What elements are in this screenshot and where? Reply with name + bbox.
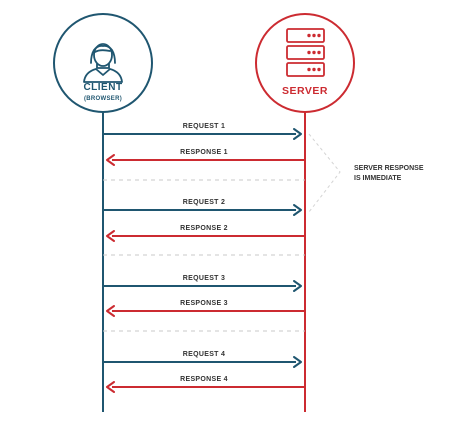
request-arrow: REQUEST 3 [103,275,302,292]
arrow-head [106,154,115,166]
annotation-bracket [308,133,341,213]
client-subtitle: (BROWSER) [84,96,122,102]
server-node: SERVER [255,13,355,113]
response-arrow: RESPONSE 2 [106,225,305,242]
message-label: REQUEST 3 [183,275,225,282]
arrow-head [106,305,115,317]
response-arrow: RESPONSE 4 [106,376,305,393]
arrow-head [293,356,302,368]
client-circle [53,13,153,113]
message-label: REQUEST 4 [183,351,225,358]
message-label: RESPONSE 4 [180,376,228,383]
server-title: SERVER [282,85,328,97]
message-label: REQUEST 2 [183,199,225,206]
message-label: REQUEST 1 [183,123,225,130]
message-label: RESPONSE 2 [180,225,228,232]
arrow-head [293,128,302,140]
separators [103,179,305,332]
annotation-line-2: IS IMMEDIATE [354,175,402,182]
arrow-head [293,280,302,292]
request-arrow: REQUEST 4 [103,351,302,368]
response-arrow: RESPONSE 1 [106,149,305,166]
request-arrow: REQUEST 2 [103,199,302,216]
messages-group: REQUEST 1 RESPONSE 1 REQUEST 2 RESPONSE 2 RE… [103,123,305,393]
request-arrow: REQUEST 1 [103,123,302,140]
message-label: RESPONSE 3 [180,300,228,307]
response-arrow: RESPONSE 3 [106,300,305,317]
server-rack-icon [286,28,325,77]
user-icon [83,43,123,83]
message-label: RESPONSE 1 [180,149,228,156]
arrow-head [293,204,302,216]
client-node: CLIENT (BROWSER) [53,13,153,113]
arrow-head [106,381,115,393]
annotation-line-1: SERVER RESPONSE [354,165,424,172]
client-title: CLIENT [83,82,122,93]
arrow-head [106,230,115,242]
